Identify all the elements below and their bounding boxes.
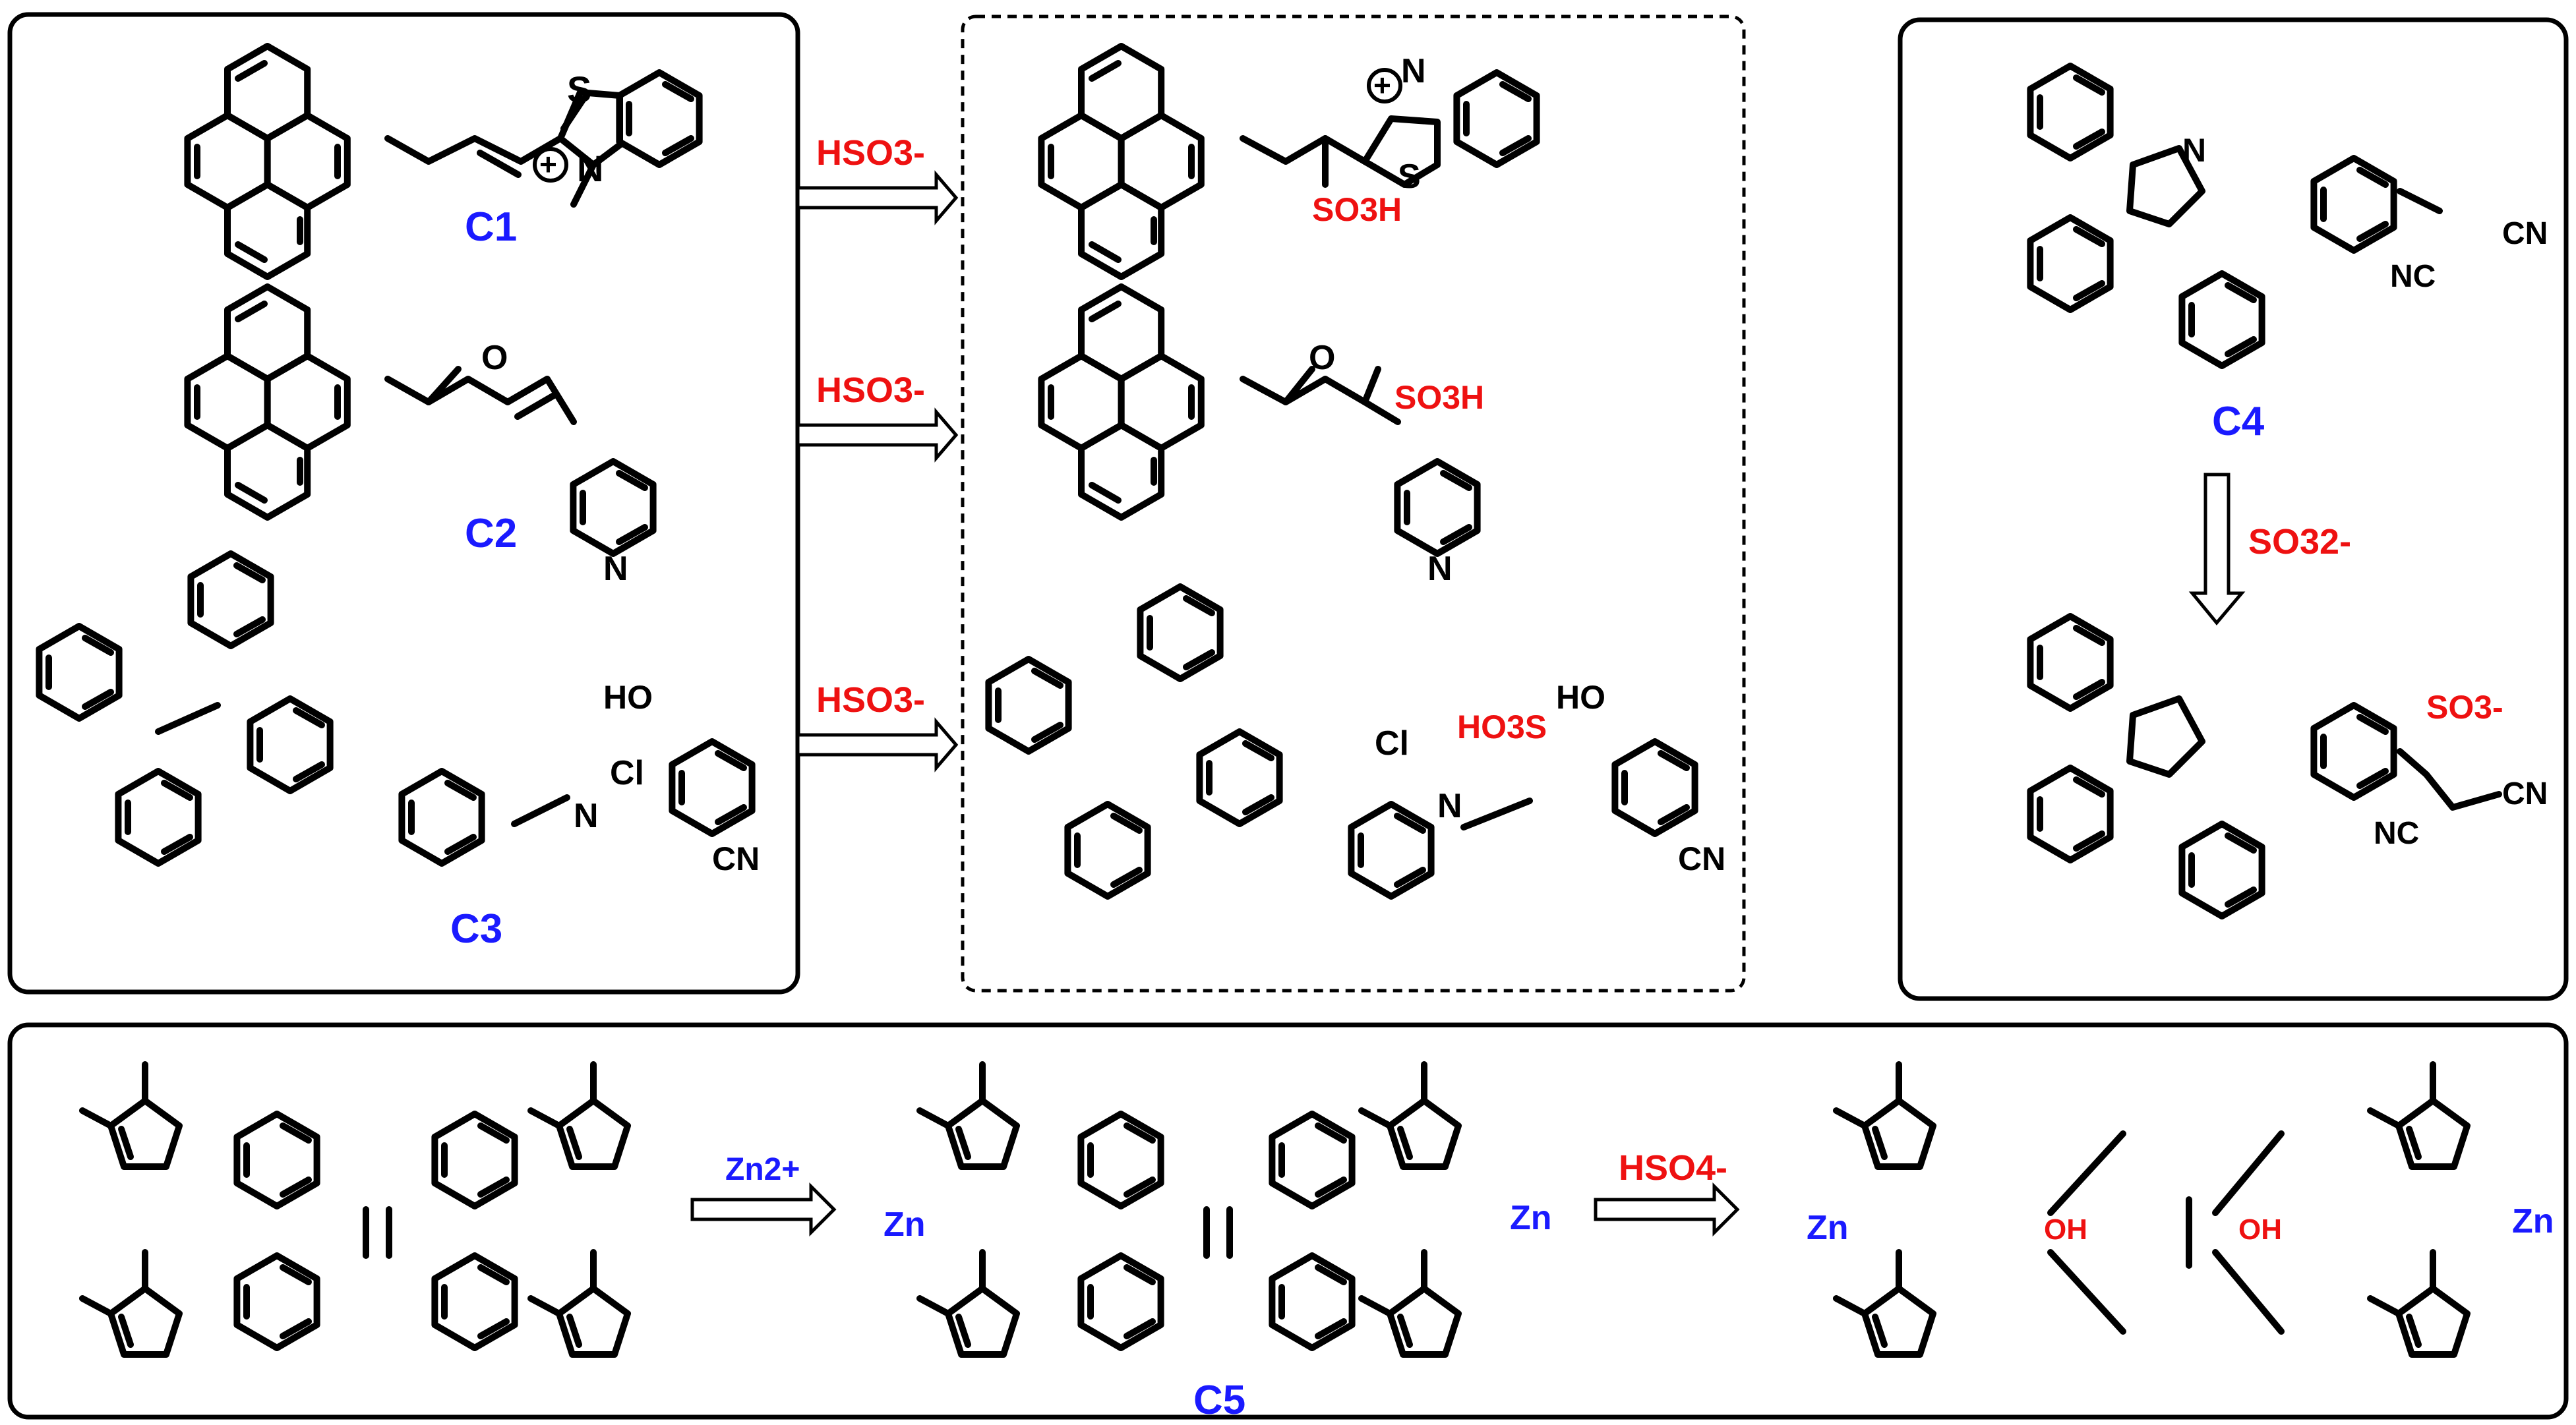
structure-c2-adduct bbox=[1041, 287, 1477, 554]
atom-nc-c4-adduct: NC bbox=[2374, 816, 2419, 851]
metal-zn-left-complex: Zn bbox=[1807, 1209, 1849, 1247]
reagent-hso4-minus: HSO4- bbox=[1619, 1148, 1727, 1188]
atom-o-c2: O bbox=[481, 339, 508, 377]
metal-zn-right: Zn bbox=[1510, 1199, 1552, 1237]
atom-n-c2-adduct: N bbox=[1427, 550, 1453, 588]
bound-hso4-right: OH bbox=[2238, 1213, 2282, 1246]
label-c2: C2 bbox=[465, 511, 517, 556]
reagent-hso3-3: HSO3- bbox=[816, 680, 925, 720]
svg-text:Cl: Cl bbox=[1375, 724, 1409, 763]
panel-probe-c4 bbox=[1898, 17, 2569, 1001]
arrow-zn bbox=[690, 1182, 837, 1237]
label-c4: C4 bbox=[2212, 399, 2265, 444]
label-c5: C5 bbox=[1193, 1378, 1245, 1423]
svg-text:N: N bbox=[577, 148, 603, 189]
panel-adducts bbox=[961, 15, 1746, 993]
arrow-hso4 bbox=[1594, 1182, 1740, 1237]
svg-text:+: + bbox=[1373, 68, 1391, 102]
svg-text:Cl: Cl bbox=[610, 754, 644, 792]
atom-ho-c3: HO bbox=[603, 679, 653, 716]
panel-probe-c5 bbox=[7, 1022, 2569, 1420]
structure-c4 bbox=[2030, 66, 2443, 366]
structure-c5 bbox=[920, 1064, 1458, 1354]
structure-c3: Cl N bbox=[39, 554, 752, 863]
bound-hso4-left: OH bbox=[2044, 1213, 2087, 1246]
metal-zn-left: Zn bbox=[884, 1206, 926, 1244]
reagent-hso3-2: HSO3- bbox=[816, 370, 925, 410]
arrow-hso3-2 bbox=[796, 407, 959, 463]
svg-text:S: S bbox=[567, 69, 591, 110]
group-so3h-1: SO3H bbox=[1312, 191, 1402, 228]
panel-probes-c1-c3 bbox=[7, 12, 800, 995]
atom-o-c2-adduct: O bbox=[1309, 339, 1335, 377]
structure-c1-adduct: N S + bbox=[1041, 46, 1536, 277]
reagent-zn2plus: Zn2+ bbox=[725, 1152, 800, 1187]
arrow-hso3-1 bbox=[796, 170, 959, 225]
structure-c2 bbox=[187, 287, 653, 554]
atom-n-c2: N bbox=[603, 550, 628, 588]
label-c1: C1 bbox=[465, 204, 517, 250]
atom-cn-c3-adduct: CN bbox=[1678, 840, 1725, 877]
atom-n-c4: N bbox=[2182, 132, 2206, 169]
atom-ho-c3-adduct: HO bbox=[1556, 679, 1605, 716]
arrow-hso3-3 bbox=[796, 717, 959, 772]
arrow-so3-down bbox=[2188, 473, 2246, 625]
label-c3: C3 bbox=[450, 906, 502, 952]
svg-text:N: N bbox=[574, 797, 599, 835]
reagent-hso3-1: HSO3- bbox=[816, 133, 925, 173]
structure-c3-adduct: Cl N bbox=[988, 587, 1694, 896]
svg-text:S: S bbox=[1398, 158, 1421, 196]
group-ho3s: HO3S bbox=[1457, 709, 1547, 745]
structure-c4-adduct bbox=[2030, 616, 2502, 916]
svg-text:N: N bbox=[1401, 52, 1426, 90]
group-so3-minus: SO3- bbox=[2426, 689, 2503, 726]
atom-cn-c3: CN bbox=[712, 840, 760, 877]
structure-c1: S N + bbox=[187, 46, 699, 277]
atom-nc-c4: NC bbox=[2390, 259, 2436, 294]
structure-c5-ligand bbox=[82, 1064, 628, 1354]
structure-c5-hso4-complex bbox=[1836, 1064, 2467, 1354]
atom-cn-c4: CN bbox=[2502, 216, 2548, 251]
metal-zn-right-complex: Zn bbox=[2512, 1202, 2554, 1240]
reagent-so3-2minus: SO32- bbox=[2248, 522, 2351, 562]
atom-cn-c4-adduct: CN bbox=[2502, 776, 2548, 811]
svg-text:+: + bbox=[539, 147, 557, 181]
svg-text:N: N bbox=[1437, 787, 1462, 825]
group-so3h-2: SO3H bbox=[1394, 379, 1484, 416]
